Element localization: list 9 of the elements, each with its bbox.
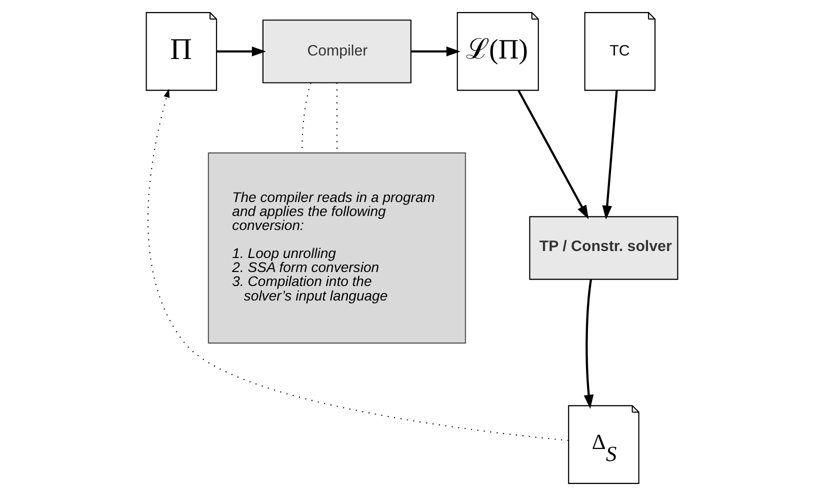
arrow	[147, 88, 568, 441]
node-box: The compiler reads in a program and applies the following conversion: 1. Loop unrolling 2. SSA form conversion 3. Compilation into the solver’s input language	[207, 152, 466, 344]
arrow	[602, 90, 618, 220]
arrow	[517, 90, 588, 220]
arrow	[410, 46, 460, 56]
node-box: Compiler	[262, 20, 411, 84]
arrow	[216, 46, 266, 56]
node-box: TP / Constr. solver	[528, 216, 678, 280]
arrow	[583, 279, 594, 409]
